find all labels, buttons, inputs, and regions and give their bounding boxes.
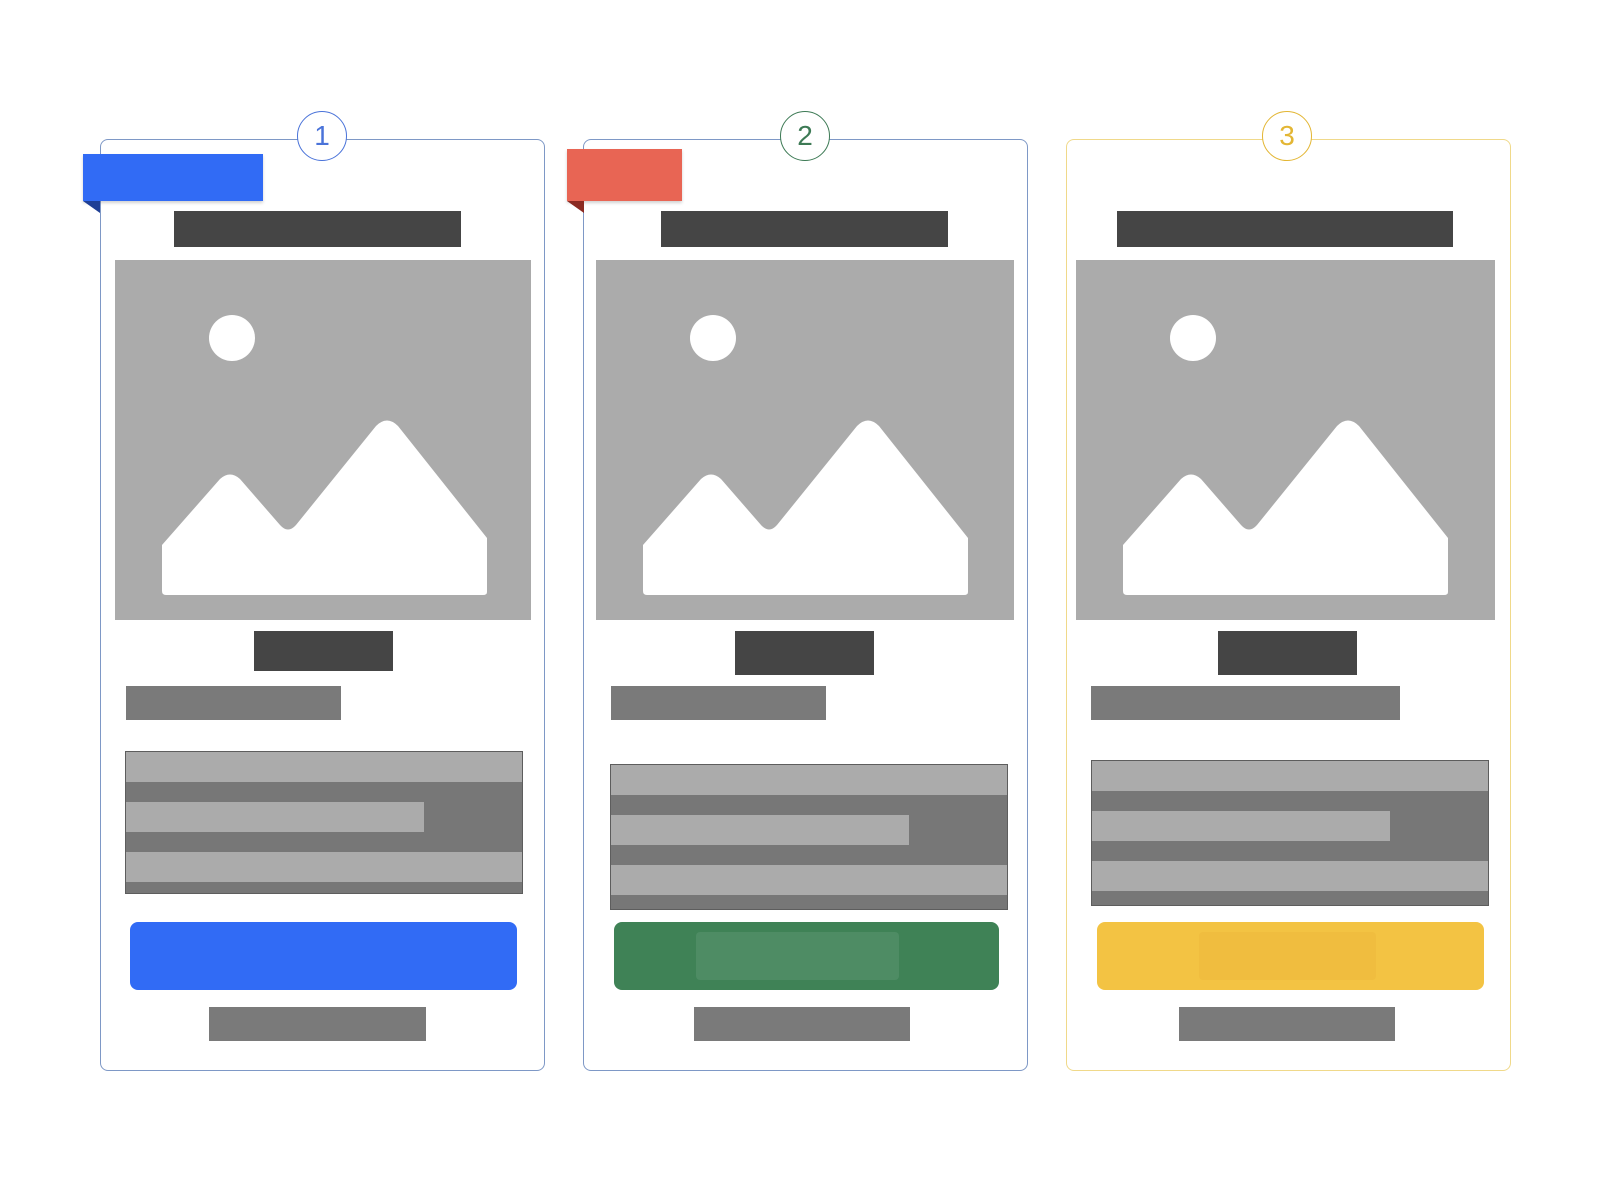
feature-row bbox=[611, 865, 1007, 895]
card-title-placeholder bbox=[174, 211, 461, 247]
feature-row bbox=[611, 815, 909, 845]
image-placeholder bbox=[596, 260, 1014, 620]
image-placeholder-icon bbox=[643, 315, 968, 595]
step-number-2: 2 bbox=[797, 120, 813, 151]
price-placeholder bbox=[1218, 631, 1357, 675]
feature-row bbox=[1092, 861, 1488, 891]
feature-row bbox=[1092, 811, 1390, 841]
ribbon-tag-2 bbox=[567, 149, 682, 213]
footnote-placeholder bbox=[209, 1007, 426, 1041]
feature-list-placeholder bbox=[125, 751, 523, 894]
feature-row bbox=[126, 802, 424, 832]
image-placeholder bbox=[1076, 260, 1495, 620]
feature-list-placeholder bbox=[610, 764, 1008, 910]
feature-list-placeholder bbox=[1091, 760, 1489, 906]
pricing-card-3: 3 bbox=[1066, 111, 1511, 1071]
footnote-placeholder bbox=[1179, 1007, 1395, 1041]
cta-button-3[interactable] bbox=[1097, 922, 1484, 990]
step-number-3: 3 bbox=[1279, 120, 1295, 151]
cta-button-2[interactable] bbox=[614, 922, 999, 990]
pricing-card-1: 1 bbox=[83, 111, 545, 1071]
step-badge-3: 3 bbox=[1262, 111, 1312, 161]
card-title-placeholder bbox=[1117, 211, 1453, 247]
cta-label-placeholder bbox=[696, 932, 899, 980]
image-placeholder-icon bbox=[162, 315, 487, 595]
ribbon-tag-1 bbox=[83, 154, 263, 213]
feature-row bbox=[1092, 761, 1488, 791]
subtitle-placeholder bbox=[126, 686, 341, 720]
card-title-placeholder bbox=[661, 211, 948, 247]
subtitle-placeholder bbox=[611, 686, 826, 720]
feature-row bbox=[611, 765, 1007, 795]
image-placeholder-icon bbox=[1123, 315, 1448, 595]
feature-row bbox=[126, 752, 522, 782]
cta-label-placeholder bbox=[1199, 932, 1376, 980]
step-badge-2: 2 bbox=[780, 111, 830, 161]
price-placeholder bbox=[735, 631, 874, 675]
price-placeholder bbox=[254, 631, 393, 671]
cta-button-1[interactable] bbox=[130, 922, 517, 990]
step-badge-1: 1 bbox=[297, 111, 347, 161]
subtitle-placeholder bbox=[1091, 686, 1400, 720]
pricing-card-2: 2 bbox=[567, 111, 1028, 1071]
image-placeholder bbox=[115, 260, 531, 620]
feature-row bbox=[126, 852, 522, 882]
footnote-placeholder bbox=[694, 1007, 910, 1041]
step-number-1: 1 bbox=[314, 120, 330, 151]
